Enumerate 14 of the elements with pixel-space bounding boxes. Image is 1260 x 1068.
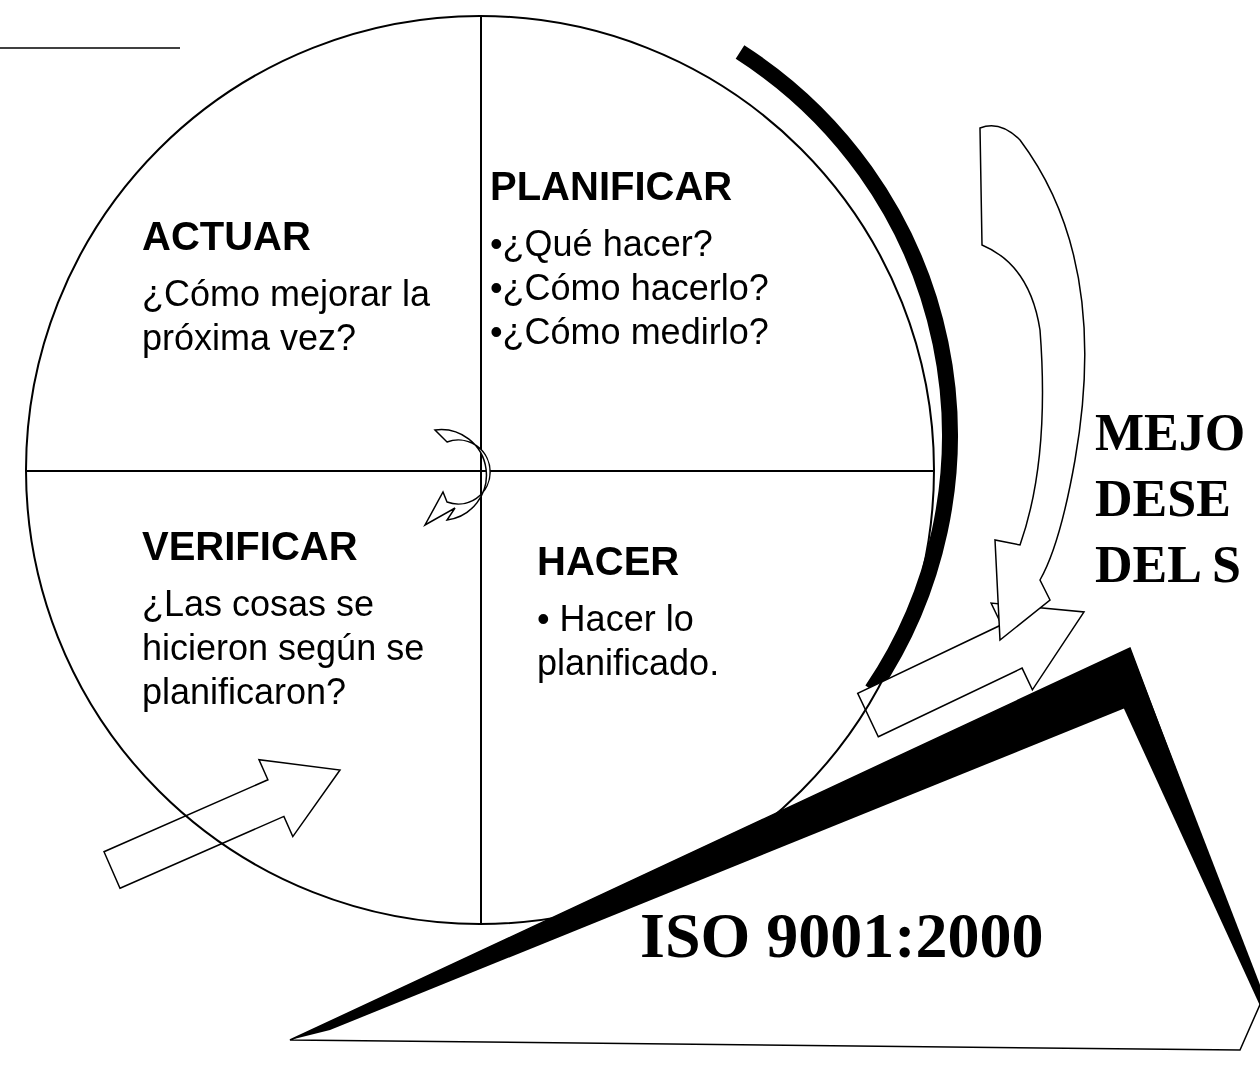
bullet-item: •¿Cómo hacerlo? [490,266,770,310]
quadrant-heading: HACER [537,538,680,585]
heading-text: DEL S [1095,535,1241,595]
wedge-label: ISO 9001:2000 [640,900,1044,972]
quadrant-text: ¿Las cosas se hicieron según se planificaron? [142,582,426,714]
quadrant-text: ¿Cómo mejorar la próxima vez? [142,272,432,360]
quadrant-heading: PLANIFICAR [490,163,733,210]
quadrant-text: • Hacer lo planificado. [537,597,721,685]
bullet-item: •¿Cómo medirlo? [490,310,770,354]
quadrant-heading: VERIFICAR [142,523,358,570]
heading-text: MEJO [1095,403,1246,463]
heading-text: DESE [1095,469,1231,529]
quadrant-heading: ACTUAR [142,213,311,260]
bullet-item: •¿Qué hacer? [490,222,714,266]
